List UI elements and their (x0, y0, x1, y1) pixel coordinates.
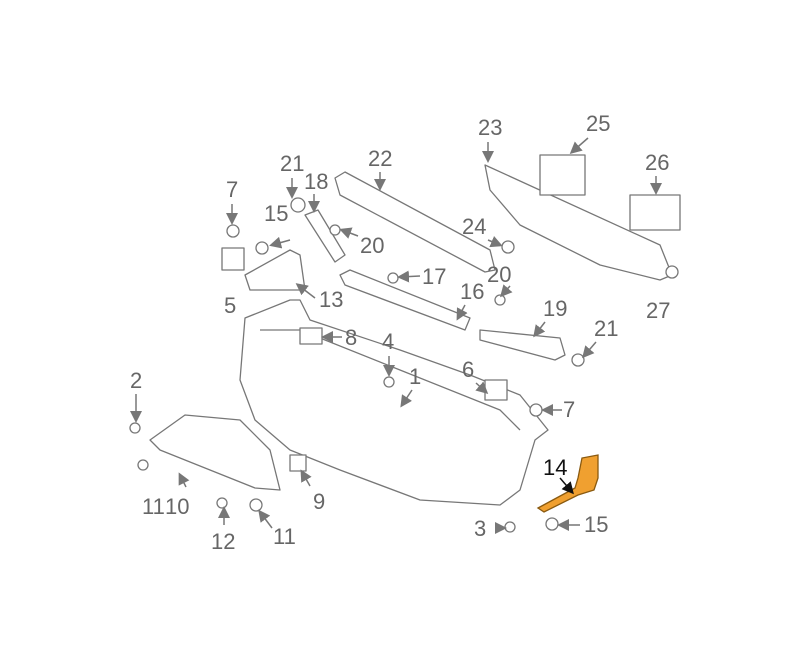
clip-11b (249, 498, 263, 512)
clip-20 (329, 224, 341, 236)
callout-labels: 25 23 26 22 21 18 7 15 24 20 20 17 16 19… (130, 111, 670, 554)
callout-9: 9 (313, 489, 325, 514)
bracket-18 (304, 209, 346, 263)
callout-16: 16 (460, 279, 484, 304)
callout-14: 14 (543, 455, 567, 480)
callout-24: 24 (462, 214, 486, 239)
callout-20b: 20 (487, 262, 511, 287)
bolt-15b (545, 517, 559, 531)
nut-27 (665, 265, 679, 279)
bolt-2 (129, 422, 141, 434)
callout-10: 10 (165, 494, 189, 519)
bracket-13 (244, 249, 306, 291)
bolt-15 (255, 241, 269, 255)
clip-11 (137, 459, 149, 471)
callout-15: 15 (264, 201, 288, 226)
mount-25 (539, 154, 586, 196)
bolt-3 (504, 521, 516, 533)
callout-7b: 7 (563, 397, 575, 422)
bracket-16 (339, 269, 471, 331)
callout-23: 23 (478, 115, 502, 140)
callout-7: 7 (226, 177, 238, 202)
callout-22: 22 (368, 146, 392, 171)
clip-12 (216, 497, 228, 509)
callout-4: 4 (382, 329, 394, 354)
clip-9 (289, 454, 307, 472)
callout-8: 8 (345, 325, 357, 350)
callout-15b: 15 (584, 512, 608, 537)
callout-17: 17 (422, 264, 446, 289)
clip-7 (226, 224, 240, 238)
clip-4 (383, 376, 395, 388)
mount-26 (629, 194, 681, 231)
bracket-19 (479, 329, 566, 361)
bolt-7 (529, 403, 543, 417)
reinforcement-bar (484, 164, 673, 281)
callout-26: 26 (645, 150, 669, 175)
callout-21: 21 (280, 151, 304, 176)
callout-25: 25 (586, 111, 610, 136)
highlighted-bracket-14[interactable] (536, 454, 599, 513)
nut-24 (501, 240, 515, 254)
nut-21b (571, 353, 585, 367)
callout-2: 2 (130, 368, 142, 393)
callout-11: 11 (142, 494, 165, 519)
bracket-5 (221, 247, 245, 271)
callout-11b: 11 (273, 524, 296, 549)
bracket-8 (299, 327, 323, 345)
callout-19: 19 (543, 296, 567, 321)
callout-6: 6 (462, 357, 474, 382)
callout-5: 5 (224, 293, 236, 318)
callout-21b: 21 (594, 316, 618, 341)
nut-21 (290, 197, 306, 213)
callout-18: 18 (304, 169, 328, 194)
callout-27: 27 (646, 298, 670, 323)
callout-13: 13 (319, 287, 343, 312)
energy-absorber (334, 171, 496, 273)
callout-20: 20 (360, 233, 384, 258)
undercover (149, 414, 281, 491)
callout-3: 3 (474, 516, 486, 541)
callout-1: 1 (409, 364, 421, 389)
clip-20b (494, 294, 506, 306)
clip-17 (387, 272, 399, 284)
leader-arrows (130, 137, 662, 534)
bracket-6 (484, 379, 508, 401)
callout-12: 12 (211, 529, 235, 554)
